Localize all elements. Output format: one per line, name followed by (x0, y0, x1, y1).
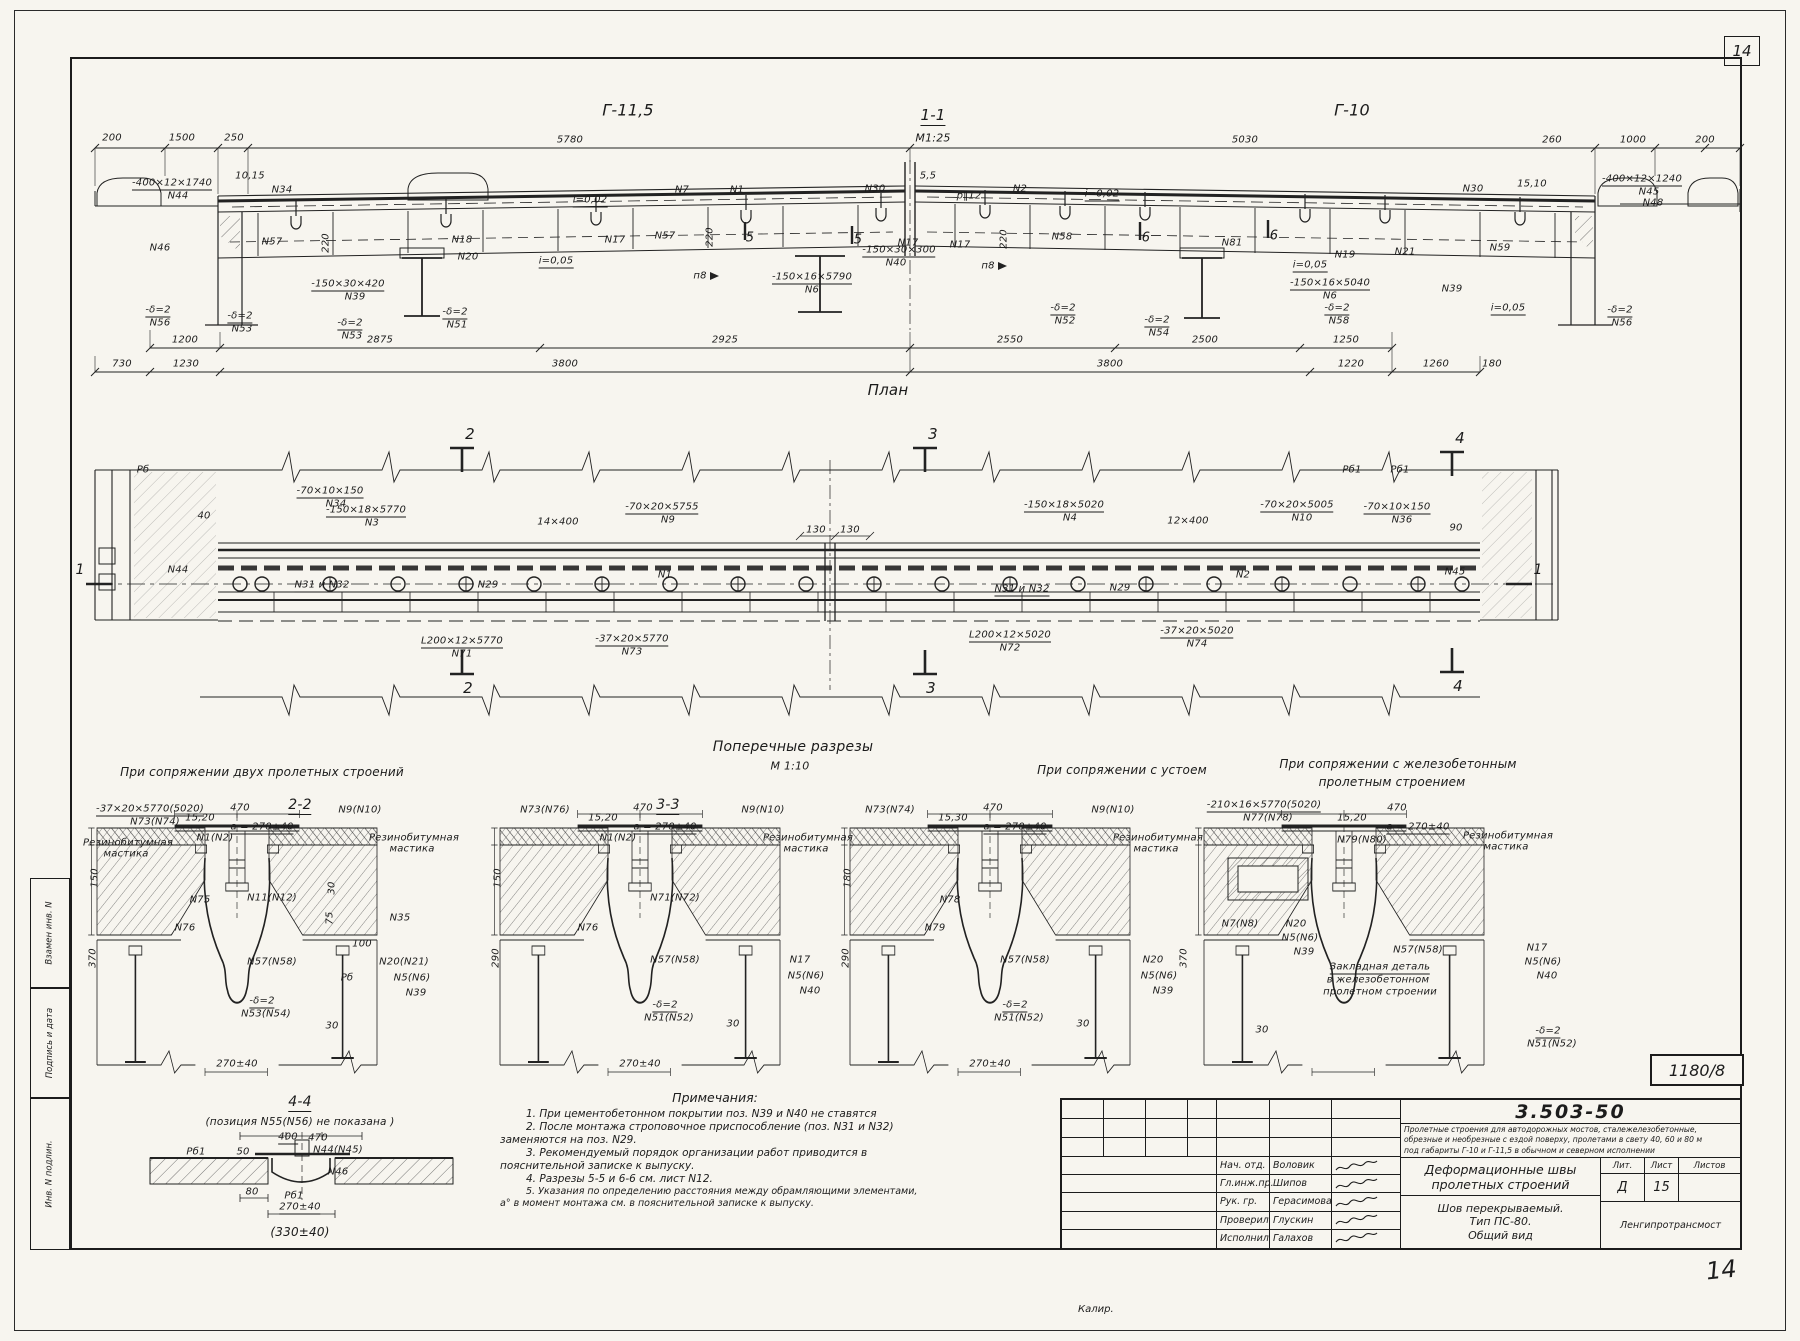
staff-signature (1332, 1230, 1400, 1248)
document-code: 3.503-50 (1401, 1100, 1740, 1124)
sheet-number-box: 14 (1724, 36, 1760, 66)
sheet-number-bottom: 14 (1704, 1254, 1738, 1286)
document-titles: Деформационные швы пролетных строений Шо… (1401, 1158, 1601, 1248)
description-line: под габариты Г-10 и Г-11,5 в обычном и с… (1404, 1145, 1655, 1155)
staff-row: Рук. гр.Герасимова (1062, 1193, 1400, 1212)
outer-border (14, 10, 1786, 1331)
main-frame (70, 57, 1742, 1250)
staff-signature (1332, 1193, 1400, 1210)
staff-name: Герасимова (1270, 1193, 1332, 1211)
staff-signature (1332, 1175, 1400, 1192)
doc-title-line: Деформационные швы (1424, 1161, 1577, 1177)
staff-name: Воловик (1270, 1157, 1332, 1175)
margin-label: Инв. N подлин. (45, 1140, 55, 1208)
revision-row (1062, 1119, 1400, 1138)
staff-role: Гл.инж.пр. (1217, 1175, 1274, 1193)
doc-subtitle-line: Общий вид (1468, 1228, 1533, 1242)
lit-value: Д (1601, 1174, 1645, 1201)
staff-name: Глускин (1270, 1211, 1332, 1229)
archive-stamp: 1180/8 (1650, 1054, 1744, 1086)
sheets-label: Листов (1693, 1160, 1726, 1171)
archive-stamp-number: 1180/8 (1668, 1060, 1726, 1080)
note-item: 3. Рекомендуемый порядок организации раб… (500, 1147, 868, 1172)
staff-role: Нач. отд. (1217, 1157, 1270, 1175)
description-line: обрезные и необрезные с ездой поверху, п… (1404, 1135, 1703, 1145)
lit-sheet-block: Лит. Лист Листов Д 15 Ленгипротрансмост (1601, 1158, 1740, 1248)
title-block-main: 3.503-50 Пролетные строения для автодоро… (1401, 1100, 1740, 1248)
sheet-value: 15 (1645, 1174, 1679, 1201)
lit-label: Лит. (1601, 1158, 1645, 1173)
staff-row: Гл.инж.пр.Шипов (1062, 1175, 1400, 1194)
notes-block: Примечания: 1. При цементобетонном покры… (500, 1090, 930, 1210)
margin-box-podpis: Подпись и дата (30, 988, 70, 1098)
document-description: Пролетные строения для автодорожных мост… (1401, 1124, 1740, 1158)
organization: Ленгипротрансмост (1620, 1219, 1721, 1231)
description-line: Пролетные строения для автодорожных мост… (1404, 1125, 1698, 1134)
staff-role: Проверил (1217, 1211, 1270, 1229)
note-item: 2. После монтажа строповочное приспособл… (500, 1121, 894, 1146)
sheets-value (1679, 1174, 1740, 1201)
staff-role: Рук. гр. (1217, 1193, 1270, 1211)
doc-title-line: пролетных строений (1431, 1176, 1570, 1192)
margin-label: Подпись и дата (45, 1007, 56, 1079)
staff-signature (1332, 1212, 1400, 1229)
staff-name: Шипов (1270, 1175, 1332, 1193)
doc-subtitle-line: Тип ПС-80. (1469, 1215, 1532, 1229)
note-item: 4. Разрезы 5-5 и 6-6 см. лист N12. (526, 1173, 713, 1185)
margin-box-inv: Инв. N подлин. (30, 1098, 70, 1250)
staff-role: Исполнил (1217, 1229, 1270, 1248)
note-item: 5. Указания по определению расстояния ме… (500, 1186, 918, 1209)
sheet-label: Лист (1645, 1158, 1679, 1173)
staff-row: Нач. отд.Воловик (1062, 1157, 1400, 1176)
margin-label: Взамен инв. N (45, 901, 56, 965)
sheet-number-top: 14 (1732, 42, 1752, 60)
revision-row (1062, 1138, 1400, 1157)
staff-signature (1332, 1157, 1400, 1174)
note-item: 1. При цементобетонном покрытии поз. N39… (526, 1108, 877, 1120)
margin-box-zamena: Взамен инв. N (30, 878, 70, 988)
footer-note: Калир. (1078, 1304, 1114, 1315)
staff-name: Галахов (1270, 1229, 1332, 1248)
revision-row (1062, 1100, 1400, 1119)
notes-title: Примечания: (672, 1090, 758, 1105)
doc-subtitle-line: Шов перекрываемый. (1437, 1201, 1564, 1215)
